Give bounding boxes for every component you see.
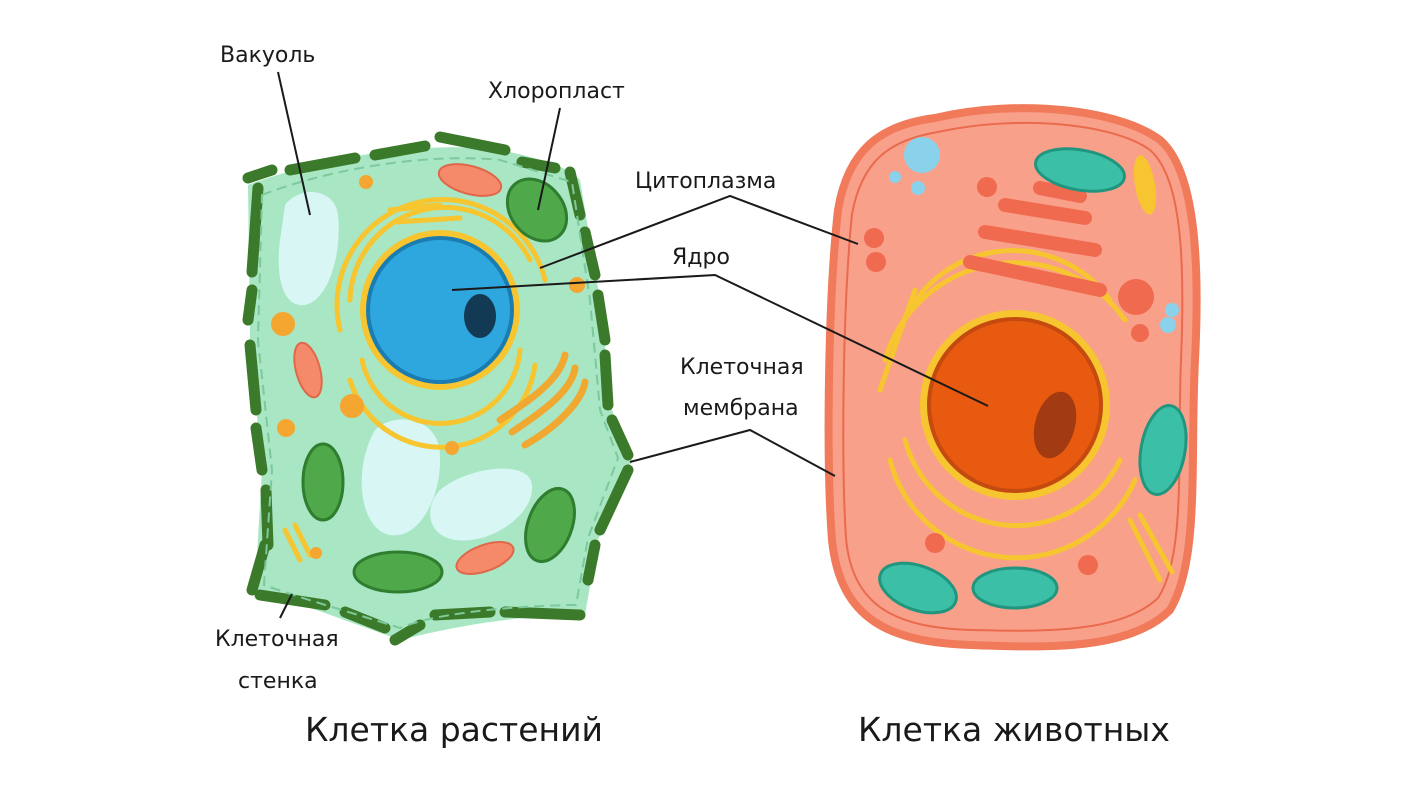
leader-lines — [277, 71, 989, 619]
animal-golgi — [963, 181, 1107, 297]
leader-vacuole — [277, 71, 311, 216]
label-vacuole: Вакуоль — [220, 43, 316, 68]
plant-chloroplasts — [301, 177, 576, 594]
caption-plant-cell: Клетка растений — [305, 710, 603, 749]
caption-animal-cell: Клетка животных — [858, 710, 1170, 749]
plant-membrane — [256, 157, 620, 630]
animal-cell — [824, 104, 1201, 651]
leader-wall — [279, 593, 293, 619]
leader-chloroplast — [537, 107, 561, 211]
animal-mitochondria — [878, 147, 1188, 615]
plant-granules — [271, 175, 585, 559]
plant-vacuole-large — [278, 192, 339, 306]
leader-nucleus — [451, 273, 989, 407]
plant-vacuole-2 — [361, 419, 441, 536]
animal-nucleus — [927, 317, 1103, 493]
plant-nucleolus — [464, 294, 496, 338]
plant-endoplasmic-reticulum — [282, 197, 548, 563]
plant-mitochondria — [293, 163, 515, 575]
plant-cell — [242, 131, 634, 646]
label-membrane-line1: Клеточная — [680, 355, 804, 380]
leader-membrane — [629, 428, 836, 477]
label-nucleus: Ядро — [672, 245, 730, 270]
plant-golgi — [496, 351, 589, 449]
leader-cytoplasm — [539, 194, 859, 269]
plant-cell-wall — [242, 131, 634, 646]
animal-inner-membrane — [842, 121, 1184, 632]
animal-vesicles — [864, 137, 1179, 575]
label-wall-line2: стенка — [238, 669, 318, 694]
animal-nucleolus — [1033, 391, 1077, 459]
label-membrane-line2: мембрана — [683, 396, 799, 421]
plant-nucleus — [366, 236, 514, 384]
label-wall-line1: Клеточная — [215, 627, 339, 652]
label-chloroplast: Хлоропласт — [488, 79, 625, 104]
label-cytoplasm: Цитоплазма — [635, 169, 777, 194]
plant-vacuole-3 — [430, 468, 533, 541]
